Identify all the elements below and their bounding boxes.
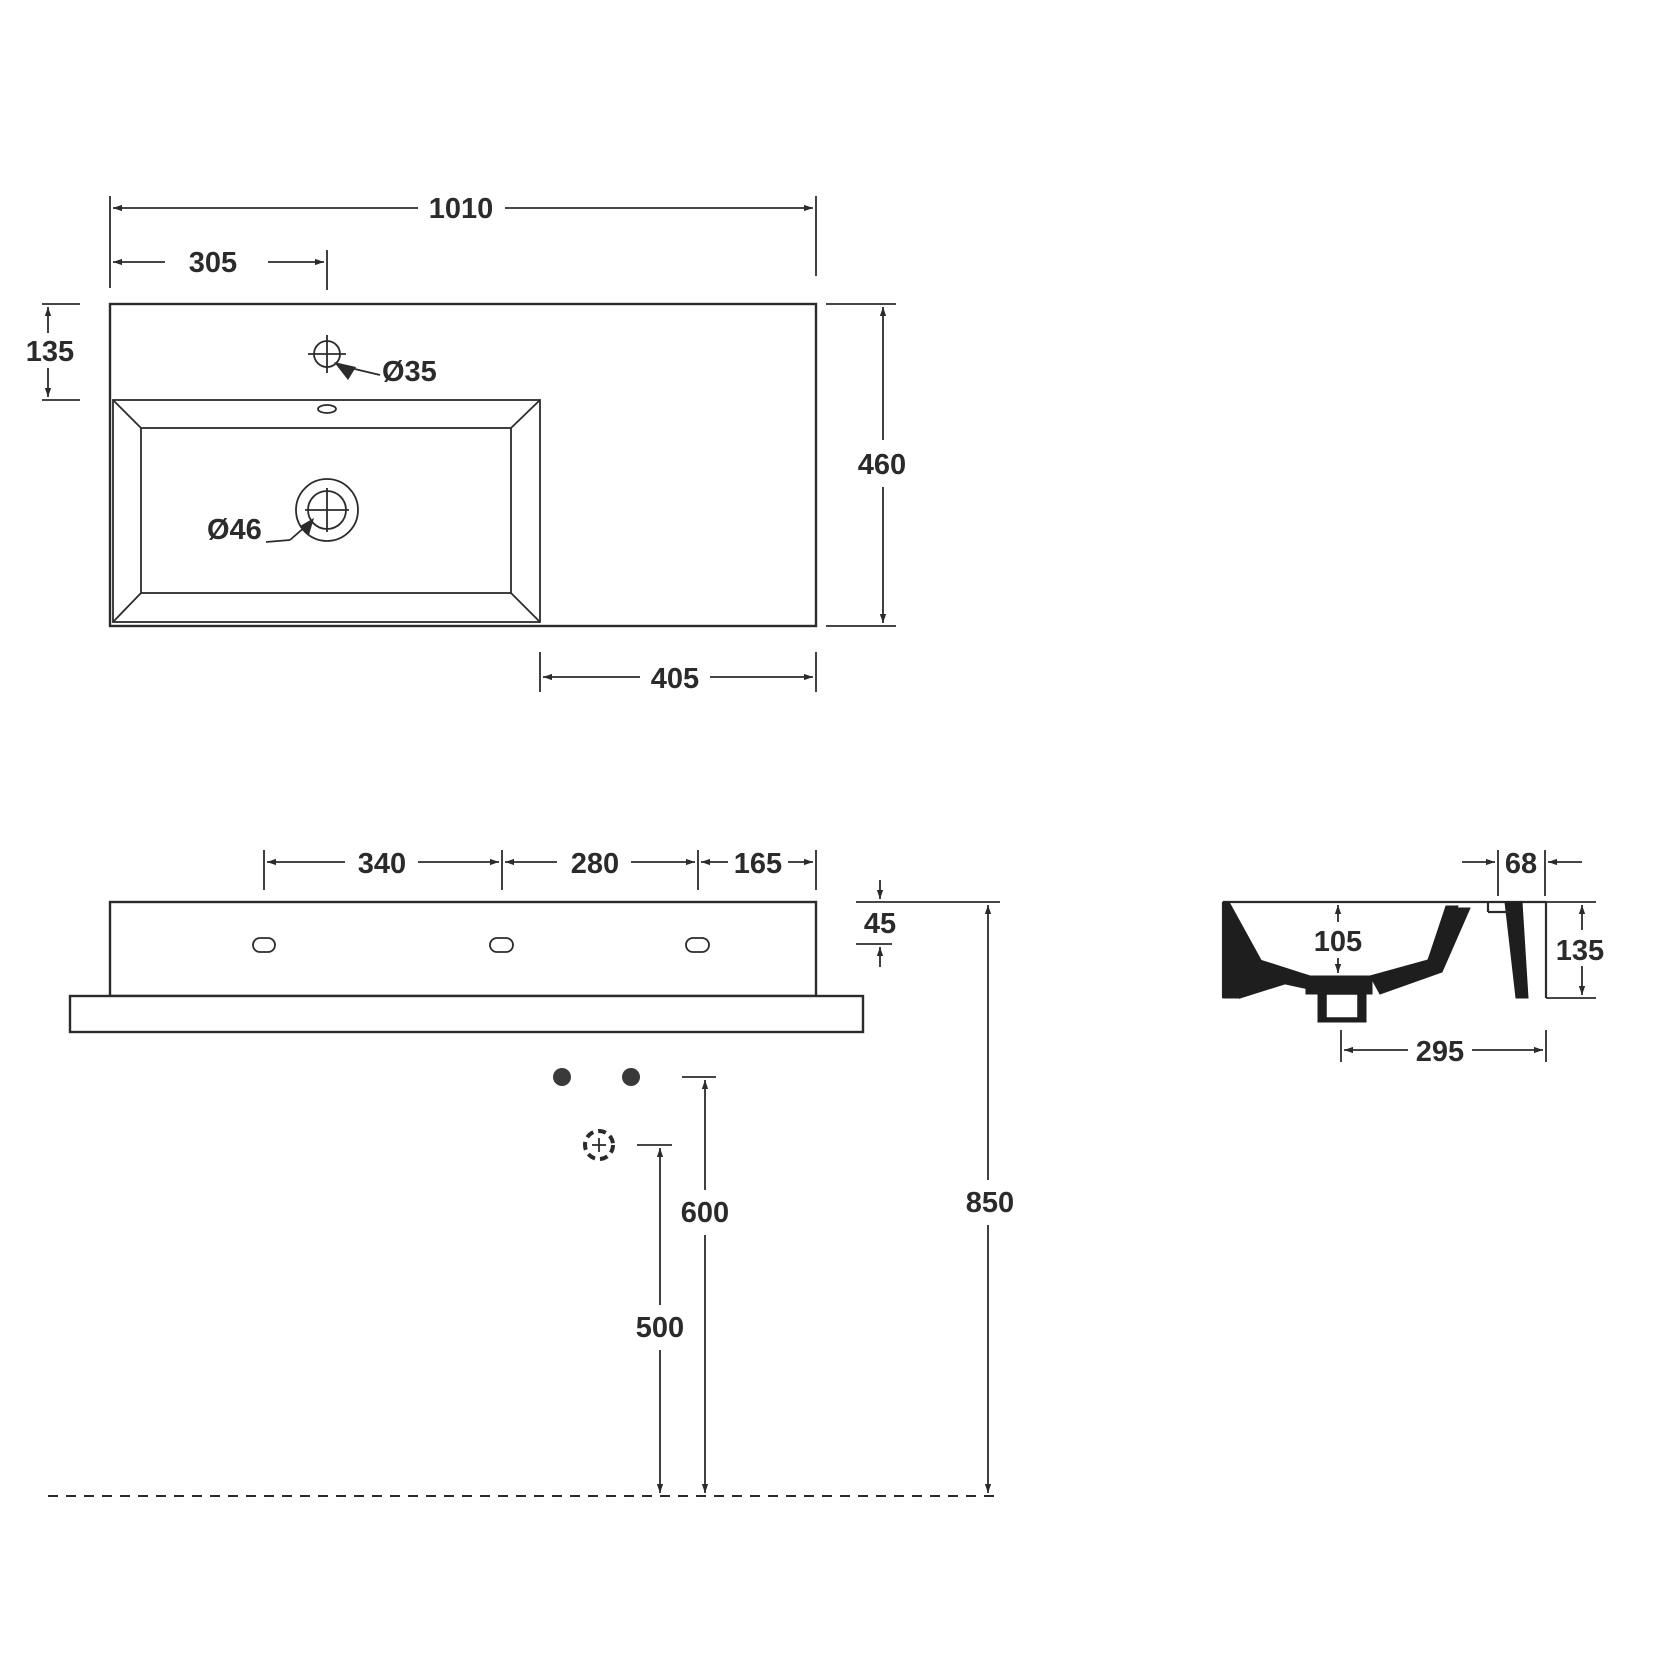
section-right-rim	[1504, 901, 1529, 999]
dim-label-280: 280	[571, 848, 619, 880]
dim-hole-height: 45	[856, 880, 1000, 967]
mounting-hole	[489, 937, 514, 953]
dim-tap-depth: 135	[26, 303, 80, 401]
dim-section-height: 135	[1546, 901, 1604, 999]
dim-label-295: 295	[1416, 1036, 1464, 1068]
dim-tap-offset: 305	[113, 247, 328, 290]
dim-label-1010: 1010	[429, 193, 494, 225]
mounting-hole	[252, 937, 276, 953]
dim-label-d46: Ø46	[207, 514, 262, 546]
dim-label-305: 305	[189, 247, 237, 279]
section-overflow-channel	[1427, 905, 1459, 961]
section-view: 68 105 135 295	[1221, 848, 1604, 1068]
dim-label-105: 105	[1314, 926, 1362, 958]
dim-waste-height: 500	[636, 1144, 684, 1493]
front-view: 340 280 165 45 600	[48, 848, 1014, 1497]
basin-top-outline	[108, 302, 818, 628]
dim-shelf-width: 405	[539, 652, 817, 695]
tap-hole-icon	[308, 335, 346, 373]
dim-label-135-section: 135	[1556, 935, 1604, 967]
dim-label-600: 600	[681, 1197, 729, 1229]
dim-label-405: 405	[651, 663, 699, 695]
overflow-slot	[317, 404, 337, 414]
section-right-slope	[1369, 907, 1471, 995]
dim-label-d35: Ø35	[382, 356, 437, 388]
dim-total-height: 850	[966, 905, 1014, 1493]
plan-view: 1010 305 135 Ø35 Ø46	[26, 193, 906, 695]
tap-hole-callout: Ø35	[334, 356, 437, 388]
bowl-recess	[112, 399, 541, 623]
dim-label-850: 850	[966, 1187, 1014, 1219]
mounting-hole	[685, 937, 710, 953]
dim-label-45: 45	[864, 908, 896, 940]
dim-supply-height: 600	[681, 1076, 729, 1493]
water-supply-point	[553, 1068, 571, 1086]
dim-rim-width: 68	[1462, 848, 1582, 896]
waste-hole-callout: Ø46	[207, 514, 314, 546]
dim-hole-spacing: 340 280 165	[263, 848, 817, 890]
countertop-outline	[68, 994, 865, 1034]
dim-bowl-width: 295	[1340, 1030, 1547, 1068]
dim-label-500: 500	[636, 1312, 684, 1344]
dim-depth: 460	[826, 303, 906, 627]
dim-label-68: 68	[1505, 848, 1537, 880]
waste-hole-icon	[295, 478, 359, 542]
dim-label-460: 460	[858, 449, 906, 481]
dim-bowl-depth: 105	[1314, 905, 1362, 973]
dim-overall-width: 1010	[109, 193, 817, 288]
dim-label-165: 165	[734, 848, 782, 880]
dim-label-340: 340	[358, 848, 406, 880]
dim-label-135: 135	[26, 336, 74, 368]
basin-front-outline	[108, 900, 818, 998]
water-supply-point	[622, 1068, 640, 1086]
waste-outlet-icon	[583, 1129, 615, 1161]
